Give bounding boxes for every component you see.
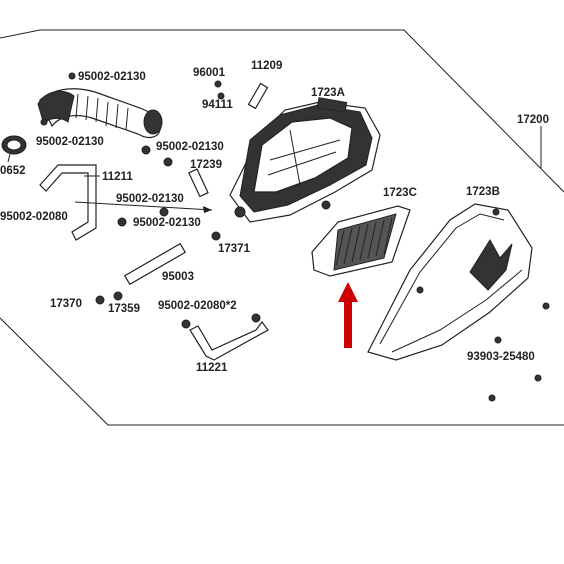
tube-11211 xyxy=(39,164,97,241)
label-96001: 96001 xyxy=(193,67,226,79)
air-box-upper-1723A xyxy=(229,97,381,223)
label-1723C: 1723C xyxy=(383,187,417,199)
label-0652: 0652 xyxy=(0,165,26,177)
label-17370: 17370 xyxy=(50,298,82,310)
clamp-ring xyxy=(1,135,27,155)
label-17359: 17359 xyxy=(108,303,140,315)
label-17371: 17371 xyxy=(218,243,251,255)
label-1723B: 1723B xyxy=(466,186,500,198)
hose-11209 xyxy=(247,82,269,110)
label-93903-25480: 93903-25480 xyxy=(467,351,535,363)
frame-outline xyxy=(0,29,564,193)
label-17200: 17200 xyxy=(517,114,549,126)
hose-17239 xyxy=(188,168,209,198)
label-11211: 11211 xyxy=(102,171,133,183)
label-95002-02080: 95002-02080 xyxy=(0,211,68,223)
hose-95003 xyxy=(123,242,187,286)
tube-11221 xyxy=(189,321,269,361)
label-11221: 11221 xyxy=(196,362,228,374)
label-95002-02130-d: 95002-02130 xyxy=(116,193,184,205)
air-filter-1723C xyxy=(311,205,411,277)
arrow-line-95002-02080 xyxy=(74,201,213,211)
label-95002-02130-b: 95002-02130 xyxy=(36,136,104,148)
label-17239: 17239 xyxy=(190,159,222,171)
frame-outline-bottom xyxy=(0,317,564,426)
intake-duct xyxy=(37,88,163,139)
label-95002-02080-x2: 95002-02080*2 xyxy=(158,300,237,312)
label-95002-02130-e: 95002-02130 xyxy=(133,217,201,229)
air-box-cover-1723B xyxy=(367,203,533,361)
label-95002-02130-a: 95002-02130 xyxy=(78,71,146,83)
label-1723A: 1723A xyxy=(311,87,345,99)
label-95003: 95003 xyxy=(162,271,194,283)
clip-fasteners xyxy=(40,72,550,402)
red-up-arrow-icon xyxy=(338,282,358,348)
label-11209: 11209 xyxy=(251,60,282,72)
label-94111: 94111 xyxy=(202,99,233,111)
label-95002-02130-c: 95002-02130 xyxy=(156,141,224,153)
